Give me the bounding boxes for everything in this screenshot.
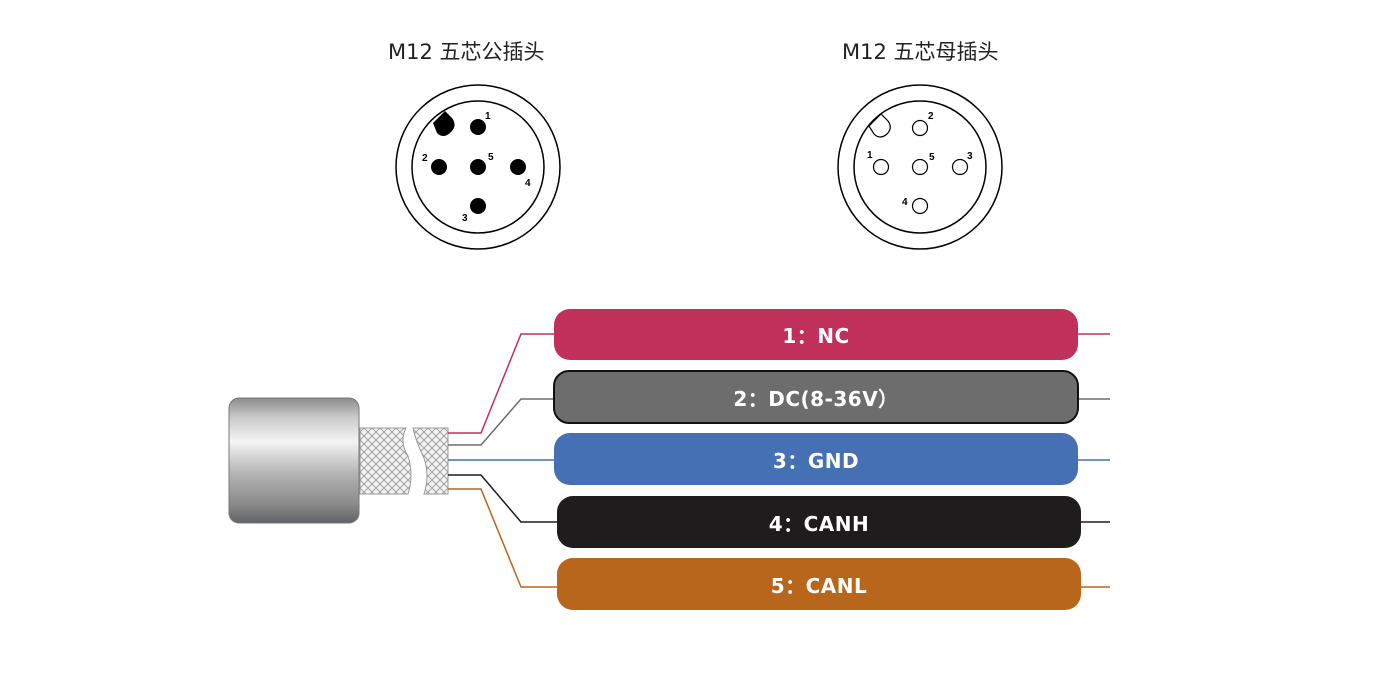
male-pin-3 bbox=[470, 198, 486, 214]
female-outer-ring bbox=[837, 84, 1003, 250]
wire-2-lead bbox=[448, 398, 555, 446]
male-pin-2 bbox=[431, 159, 447, 175]
wire-label-3: 3：GND bbox=[772, 448, 860, 473]
male-connector-title: M12 五芯公插头 bbox=[388, 40, 545, 64]
female-key-icon bbox=[868, 113, 891, 138]
wire-4-lead bbox=[448, 474, 558, 523]
connector-housing bbox=[228, 397, 360, 524]
female-connector-title: M12 五芯母插头 bbox=[842, 40, 999, 64]
female-pin-2 bbox=[911, 119, 929, 137]
female-inner-ring bbox=[853, 100, 987, 234]
male-pin-1 bbox=[470, 119, 486, 135]
male-pin-label-2: 2 bbox=[422, 153, 428, 164]
male-pin-5 bbox=[470, 159, 486, 175]
wire-leads bbox=[448, 333, 1110, 588]
female-pin-5 bbox=[911, 158, 929, 176]
male-connector-face: 1 2 3 4 5 bbox=[395, 84, 561, 250]
female-pin-label-1: 1 bbox=[867, 150, 873, 161]
male-outer-ring bbox=[395, 84, 561, 250]
braided-shield-left bbox=[359, 427, 412, 495]
female-pin-label-3: 3 bbox=[967, 151, 973, 162]
male-pin-label-1: 1 bbox=[485, 111, 491, 122]
wire-band-4: 4：CANH bbox=[557, 496, 1081, 548]
wire-band-1: 1：NC bbox=[554, 309, 1078, 360]
wire-band-2: 2：DC(8-36V） bbox=[553, 370, 1079, 424]
female-connector-face: 1 2 3 4 5 bbox=[837, 84, 1003, 250]
female-pin-3 bbox=[951, 158, 969, 176]
wire-label-4: 4：CANH bbox=[768, 511, 870, 536]
male-key-icon bbox=[433, 111, 455, 136]
male-inner-ring bbox=[411, 100, 545, 234]
male-pin-label-3: 3 bbox=[462, 213, 468, 224]
female-pin-label-5: 5 bbox=[929, 152, 935, 163]
wire-band-5: 5：CANL bbox=[557, 558, 1081, 610]
female-pin-4 bbox=[911, 197, 929, 215]
male-pin-label-5: 5 bbox=[488, 152, 494, 163]
wire-label-5: 5：CANL bbox=[770, 573, 868, 598]
wire-5-lead bbox=[448, 488, 558, 588]
female-pin-label-2: 2 bbox=[928, 111, 934, 122]
braided-shield-right bbox=[412, 427, 449, 495]
male-pin-label-4: 4 bbox=[525, 178, 531, 189]
male-pin-4 bbox=[510, 159, 526, 175]
wire-1-lead bbox=[448, 333, 555, 434]
wire-band-3: 3：GND bbox=[554, 433, 1078, 485]
wire-label-1: 1：NC bbox=[782, 324, 850, 348]
wire-label-2: 2：DC(8-36V） bbox=[733, 386, 899, 411]
female-pin-1 bbox=[872, 158, 890, 176]
female-pin-label-4: 4 bbox=[902, 197, 908, 208]
